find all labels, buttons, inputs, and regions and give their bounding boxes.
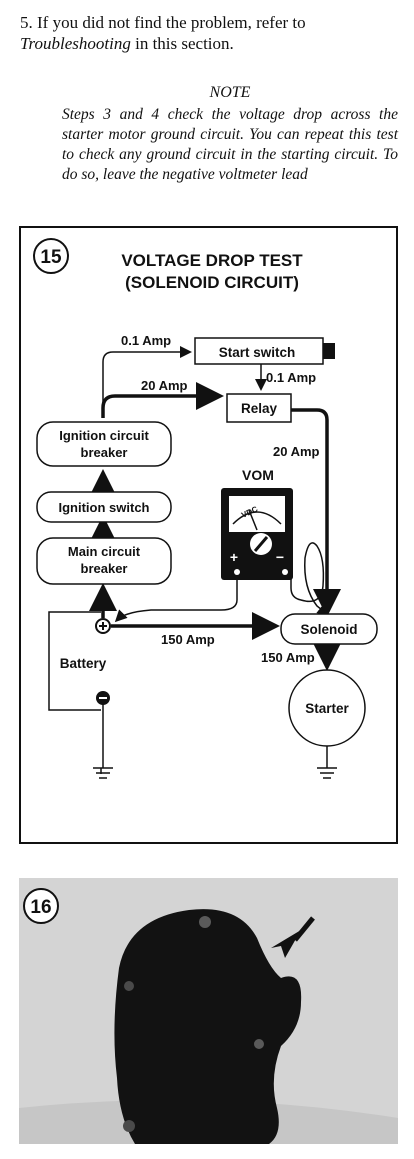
starter-label: Starter	[305, 701, 349, 716]
amp-0-1-relay-label: 0.1 Amp	[266, 370, 316, 385]
ground-symbols	[93, 767, 337, 779]
amp-0-1-top-label: 0.1 Amp	[121, 333, 171, 348]
battery: Battery	[60, 618, 111, 705]
figure-15-number: 15	[40, 247, 62, 268]
ignition-breaker-label-1: Ignition circuit	[59, 428, 149, 443]
step-number: 5.	[20, 13, 33, 32]
amp-150-main-label: 150 Amp	[161, 632, 215, 647]
thick-wires	[89, 382, 341, 671]
main-breaker-label-2: breaker	[81, 561, 128, 576]
figure-16-number: 16	[30, 897, 51, 918]
ignition-switch-label: Ignition switch	[59, 500, 150, 515]
ignition-breaker-label-2: breaker	[81, 445, 128, 460]
relay-box: Relay	[226, 393, 292, 423]
vom-meter: VOM VDC + −	[221, 467, 293, 580]
figure-16-photo: 16	[19, 878, 398, 1144]
step-text-b: in this section.	[130, 34, 234, 53]
relay-label: Relay	[241, 401, 278, 416]
vom-minus-label: −	[276, 549, 284, 565]
vom-label: VOM	[242, 467, 274, 483]
step-5-text: 5. If you did not find the problem, refe…	[20, 12, 400, 54]
start-switch-box: Start switch	[194, 337, 335, 365]
main-breaker-label-1: Main circuit	[68, 544, 141, 559]
start-switch-label: Start switch	[219, 345, 296, 360]
note-heading: NOTE	[209, 84, 251, 101]
battery-label: Battery	[60, 656, 107, 671]
amp-20-top-label: 20 Amp	[141, 378, 188, 393]
solenoid-box: Solenoid	[280, 613, 378, 645]
figure-15-diagram: 15 VOLTAGE DROP TEST (SOLENOID CIRCUIT)	[19, 226, 398, 844]
figure-15-number-badge: 15	[33, 238, 69, 274]
troubleshooting-reference: Troubleshooting	[20, 34, 131, 53]
voltage-drop-diagram: 15 VOLTAGE DROP TEST (SOLENOID CIRCUIT)	[33, 238, 378, 779]
diagram-title-line2: (SOLENOID CIRCUIT)	[125, 273, 299, 292]
diagram-title-line1: VOLTAGE DROP TEST	[121, 251, 303, 270]
starter-circle: Starter	[288, 669, 366, 747]
ignition-switch-box: Ignition switch	[36, 491, 172, 523]
amp-150-starter-label: 150 Amp	[261, 650, 315, 665]
thin-wires	[48, 346, 330, 774]
main-circuit-breaker-box: Main circuit breaker	[36, 537, 172, 585]
starter-solenoid-photo: 16	[19, 878, 398, 1144]
step-text-a: If you did not find the problem, refer t…	[32, 13, 306, 32]
vom-plus-label: +	[230, 549, 238, 565]
solenoid-label: Solenoid	[301, 622, 358, 637]
note-body: Steps 3 and 4 check the voltage drop acr…	[62, 106, 398, 183]
ignition-circuit-breaker-box: Ignition circuit breaker	[36, 421, 172, 467]
amp-20-right-label: 20 Amp	[273, 444, 320, 459]
